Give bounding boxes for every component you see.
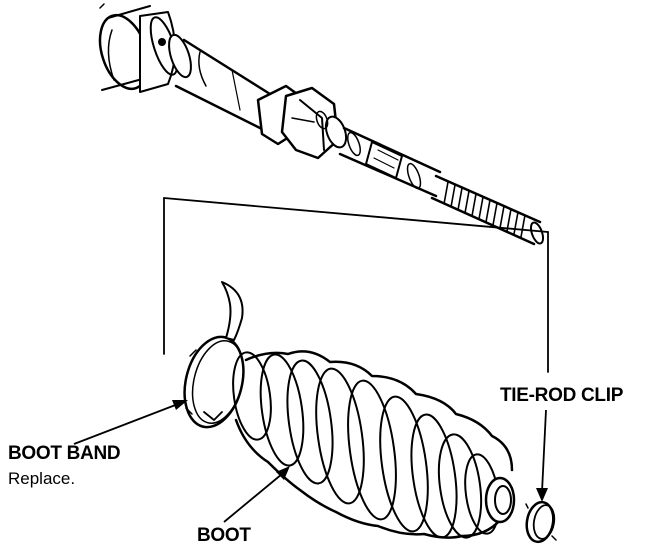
boot-arrowhead: [276, 466, 290, 480]
boot-leader: [223, 473, 283, 523]
boot-band-leader: [73, 403, 179, 445]
rack-housing-end: [98, 3, 192, 93]
boot-band-arrowhead: [172, 400, 188, 410]
rubber-boot: [232, 350, 516, 539]
boot-band-replace-note: Replace.: [8, 469, 76, 488]
tie-rod-clip-arrowhead: [536, 488, 548, 502]
tie-rod-clip-leader: [541, 409, 547, 493]
tie-rod-clip-label: TIE-ROD CLIP: [500, 385, 624, 406]
boot-label: BOOT: [197, 525, 251, 546]
tie-rod-ball-joint: [256, 84, 348, 160]
threaded-rod-end: [430, 174, 545, 246]
tie-rod-clip: [525, 500, 557, 544]
leader-arrows: [73, 400, 548, 523]
boot-band-label: BOOT BAND: [8, 443, 121, 464]
alignment-lines: [163, 197, 549, 373]
rack-assembly: [98, 3, 545, 246]
rack-tube: [174, 38, 272, 134]
boot-band: [183, 281, 245, 429]
inner-tie-rod: [338, 126, 442, 198]
